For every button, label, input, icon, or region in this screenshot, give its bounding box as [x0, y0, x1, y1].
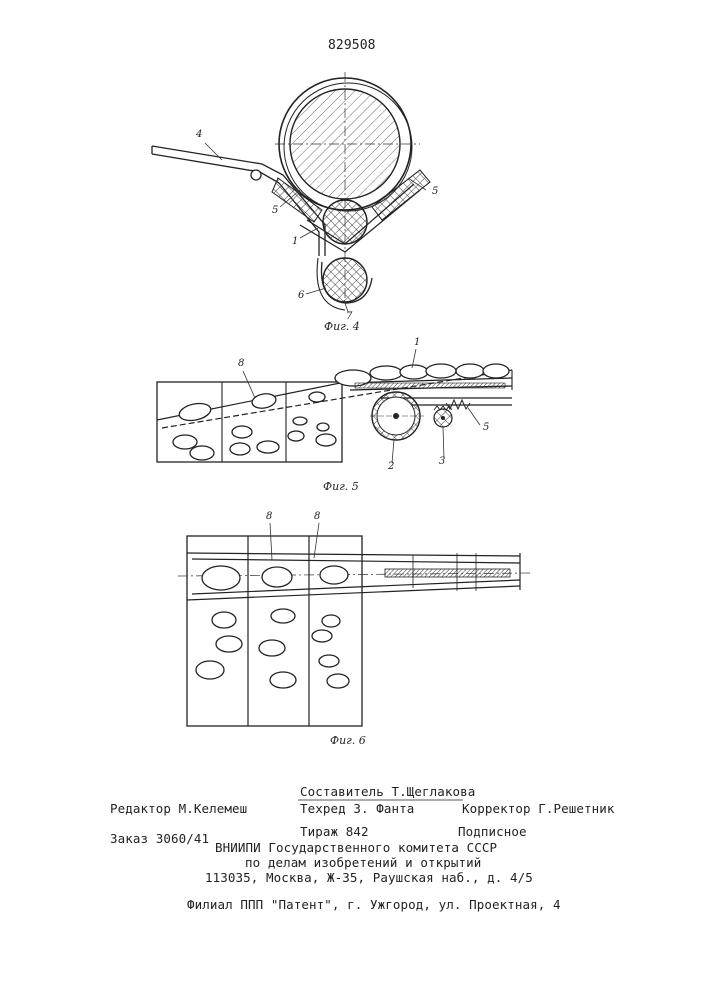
org-line-1: ВНИИПИ Государственного комитета СССР — [215, 840, 497, 855]
label-1: 1 — [414, 337, 420, 348]
figure-5-caption: Фиг. 5 — [323, 480, 359, 493]
label-3: 3 — [439, 456, 445, 467]
circulation: Тираж 842 — [300, 824, 369, 839]
figure-4-caption: Фиг. 4 — [324, 320, 360, 333]
label-5: 5 — [483, 422, 489, 433]
label-4: 4 — [196, 129, 202, 140]
figure-5-drawing — [157, 349, 512, 463]
branch: Филиал ППП "Патент", г. Ужгород, ул. Про… — [187, 897, 561, 912]
corrector: Корректор Г.Решетник — [462, 801, 615, 816]
editor: Редактор М.Келемеш — [110, 801, 247, 816]
label-8-second: 8 — [314, 511, 320, 522]
techred: Техред З. Фанта — [300, 801, 414, 816]
figure-6-caption: Фиг. 6 — [330, 734, 366, 747]
subscription: Подписное — [458, 824, 527, 839]
label-6: 6 — [298, 290, 304, 301]
label-5-right: 5 — [432, 186, 438, 197]
label-1: 1 — [292, 236, 298, 247]
compiler: Составитель Т.Щеглакова — [300, 784, 475, 799]
figure-6-drawing — [178, 523, 530, 726]
address: 113035, Москва, Ж-35, Раушская наб., д. … — [205, 870, 533, 885]
order: Заказ 3060/41 — [110, 831, 209, 846]
label-8-first: 8 — [266, 511, 272, 522]
org-line-2: по делам изобретений и открытий — [245, 855, 481, 870]
label-2: 2 — [388, 461, 394, 472]
label-8: 8 — [238, 358, 244, 369]
roller-upper — [323, 200, 367, 244]
label-5-left: 5 — [272, 205, 278, 216]
